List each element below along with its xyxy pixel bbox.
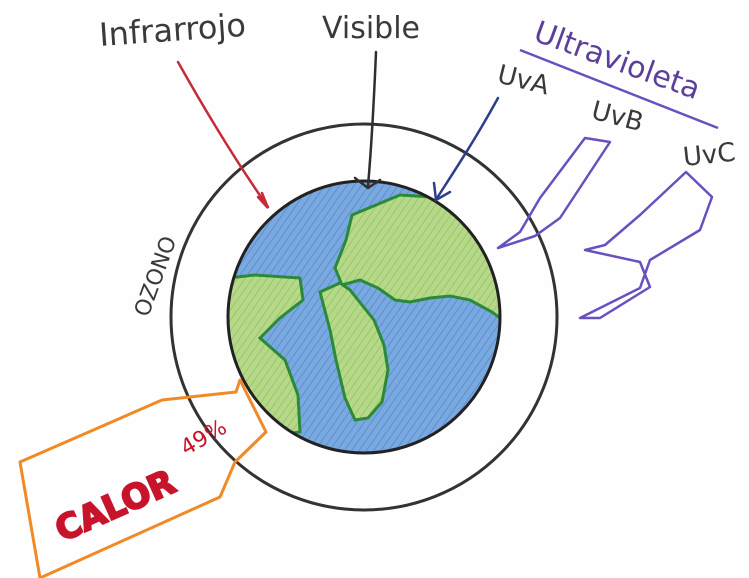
visible-label: Visible [322, 11, 420, 46]
uvc-label: UvC [682, 138, 737, 173]
ultraviolet-underline [519, 48, 719, 130]
heat-arrow [18, 378, 268, 578]
heat-label: CALOR [49, 462, 181, 550]
uvb-label: UvB [588, 96, 646, 139]
ozone-layer-ring [169, 122, 559, 512]
infrared-label: Infrarrojo [98, 6, 247, 54]
earth-land-middle [318, 281, 390, 422]
uva-label: UvA [494, 60, 552, 102]
uvb-arrow [496, 136, 612, 250]
heat-percent-label: 49% [177, 415, 232, 461]
uvc-arrow [578, 170, 714, 320]
infrared-arrow [176, 60, 270, 209]
ultraviolet-label: Ultravioleta [529, 15, 705, 107]
uva-arrow [432, 96, 500, 203]
visible-arrow [353, 50, 382, 190]
earth-outline [226, 179, 502, 455]
